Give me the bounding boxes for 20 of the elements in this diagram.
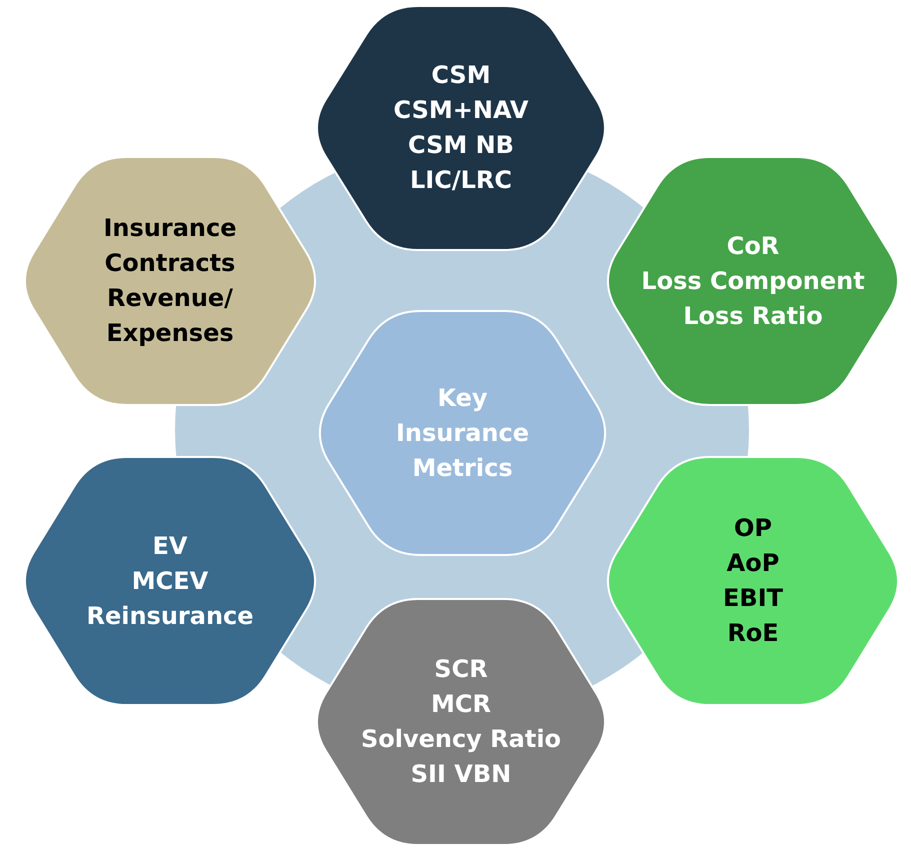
metric-label: Key Insurance Metrics — [394, 382, 530, 484]
metric-label: LIC/LRC — [410, 165, 512, 196]
metric-label: CoR — [726, 230, 780, 262]
metric-label: CSM NB — [408, 130, 514, 161]
metric-label: CSM — [431, 60, 491, 91]
metric-label: Solvency Ratio — [360, 724, 562, 755]
metric-label: CSM+NAV — [394, 95, 528, 126]
metric-label: SCR — [434, 654, 488, 685]
metric-label: RoE — [727, 618, 779, 649]
metric-label: MCR — [431, 689, 491, 720]
metric-label: SII VBN — [410, 759, 512, 790]
metric-label: Loss Component — [641, 266, 865, 296]
metric-label: Reinsurance — [86, 600, 254, 632]
metric-label: Loss Ratio — [683, 300, 823, 332]
metric-label: EBIT — [723, 583, 783, 614]
metric-label: MCEV — [132, 566, 208, 596]
metric-label: AoP — [726, 548, 780, 579]
metric-label: OP — [734, 513, 772, 544]
metric-label: EV — [152, 530, 188, 562]
metric-label: Insurance Contracts Revenue/ Expenses — [102, 213, 238, 349]
